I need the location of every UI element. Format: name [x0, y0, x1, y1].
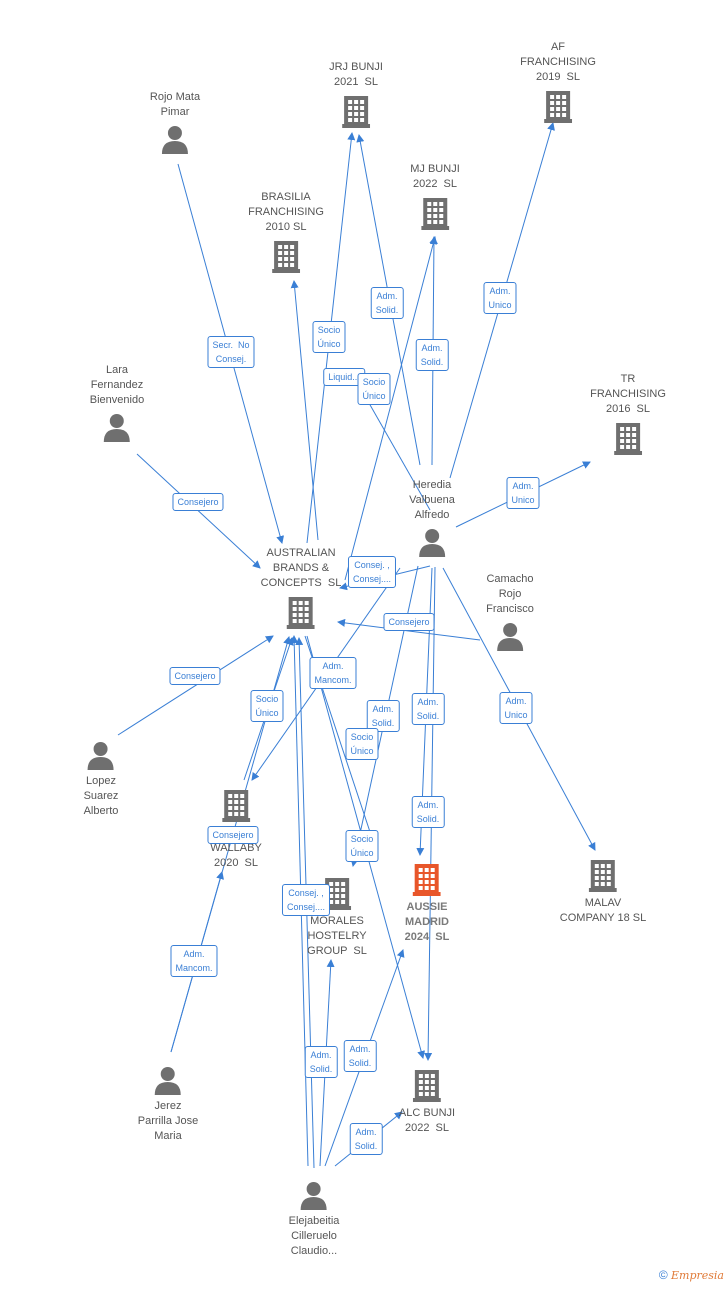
edge-label[interactable]: Consejero: [172, 493, 224, 511]
edge-label[interactable]: Adm. Unico: [499, 692, 533, 724]
person-icon: [150, 124, 200, 154]
node-jerez[interactable]: Jerez Parrilla Jose Maria: [137, 1065, 199, 1144]
edge-label[interactable]: Adm. Unico: [483, 282, 517, 314]
node-australian[interactable]: AUSTRALIAN BRANDS & CONCEPTS SL: [260, 546, 342, 629]
node-label: AUSTRALIAN BRANDS & CONCEPTS SL: [260, 547, 342, 589]
node-label: MORALES HOSTELRY GROUP SL: [307, 915, 367, 957]
node-mj[interactable]: MJ BUNJI 2022 SL: [410, 162, 460, 230]
node-aussie[interactable]: AUSSIE MADRID 2024 SL: [404, 862, 450, 945]
person-icon: [138, 1065, 199, 1095]
footer-credit[interactable]: © Empresia: [659, 1268, 724, 1282]
node-alc[interactable]: ALC BUNJI 2022 SL: [399, 1068, 455, 1136]
edge-line-5: [344, 236, 438, 581]
edge-label[interactable]: Adm. Mancom.: [170, 945, 218, 977]
node-label: AUSSIE MADRID 2024 SL: [404, 901, 450, 943]
person-icon: [90, 412, 144, 442]
node-af[interactable]: AF FRANCHISING 2019 SL: [520, 40, 596, 123]
building-icon: [410, 196, 460, 230]
edge-label[interactable]: Adm. Solid.: [370, 287, 404, 319]
brand-logo: Empresia: [671, 1269, 724, 1282]
building-icon: [329, 94, 383, 128]
edge-label[interactable]: Consejero: [383, 613, 435, 631]
node-rojo[interactable]: Rojo Mata Pimar: [150, 90, 200, 154]
node-label: Elejabeitia Cilleruelo Claudio...: [288, 1215, 340, 1257]
node-label: ALC BUNJI 2022 SL: [398, 1107, 456, 1134]
building-icon: [248, 239, 324, 273]
edge-label[interactable]: Adm. Solid.: [411, 796, 445, 828]
node-tr[interactable]: TR FRANCHISING 2016 SL: [590, 372, 666, 455]
person-icon: [486, 621, 534, 651]
node-label: MALAV COMPANY 18 SL: [559, 897, 647, 924]
node-label: Lopez Suarez Alberto: [83, 775, 119, 817]
node-label: Heredia Valbuena Alfredo: [409, 479, 455, 521]
building-icon: [520, 89, 596, 123]
node-label: JRJ BUNJI 2021 SL: [329, 61, 383, 88]
building-icon: [590, 421, 666, 455]
edge-line-1: [136, 453, 261, 569]
edge-label[interactable]: Adm. Mancom.: [309, 657, 357, 689]
edge-label[interactable]: Consejero: [207, 826, 259, 844]
node-lara[interactable]: Lara Fernandez Bienvenido: [90, 363, 144, 442]
edge-label[interactable]: Socio Único: [312, 321, 346, 353]
edge-label[interactable]: Adm. Solid.: [343, 1040, 377, 1072]
building-icon: [405, 862, 450, 896]
edge-line-2: [117, 635, 274, 736]
node-brasilia[interactable]: BRASILIA FRANCHISING 2010 SL: [248, 190, 324, 273]
node-elejabeitia[interactable]: Elejabeitia Cilleruelo Claudio...: [288, 1180, 340, 1259]
node-label: BRASILIA FRANCHISING 2010 SL: [248, 191, 324, 233]
edge-label[interactable]: Consejero: [169, 667, 221, 685]
copyright-icon: ©: [658, 1268, 668, 1282]
edge-label[interactable]: Adm. Solid.: [411, 693, 445, 725]
person-icon: [84, 740, 119, 770]
edge-label[interactable]: Adm. Solid.: [366, 700, 400, 732]
edge-label[interactable]: Adm. Solid.: [304, 1046, 338, 1078]
edge-label[interactable]: Socio Único: [345, 728, 379, 760]
edge-label[interactable]: Socio Único: [250, 690, 284, 722]
building-icon: [399, 1068, 455, 1102]
node-lopez[interactable]: Lopez Suarez Alberto: [83, 740, 119, 819]
node-malav[interactable]: MALAV COMPANY 18 SL: [560, 858, 646, 926]
node-label: AF FRANCHISING 2019 SL: [520, 41, 596, 83]
edge-label[interactable]: Consej. , Consej....: [347, 556, 397, 588]
person-icon: [409, 527, 455, 557]
building-icon: [210, 788, 262, 822]
edge-line-4: [290, 280, 319, 541]
edge-label[interactable]: Adm. Solid.: [349, 1123, 383, 1155]
node-label: MJ BUNJI 2022 SL: [410, 163, 460, 190]
edge-label[interactable]: Adm. Unico: [506, 477, 540, 509]
node-label: TR FRANCHISING 2016 SL: [590, 373, 666, 415]
building-icon: [261, 595, 342, 629]
edge-line-12: [337, 618, 481, 641]
node-camacho[interactable]: Camacho Rojo Francisco: [486, 572, 534, 651]
node-label: Jerez Parrilla Jose Maria: [137, 1100, 199, 1142]
node-label: Rojo Mata Pimar: [149, 91, 201, 118]
edge-label[interactable]: Consej. , Consej....: [281, 884, 331, 916]
node-jrj[interactable]: JRJ BUNJI 2021 SL: [329, 60, 383, 128]
node-label: Lara Fernandez Bienvenido: [89, 364, 145, 406]
edge-label[interactable]: Socio Único: [345, 830, 379, 862]
edge-label[interactable]: Socio Único: [357, 373, 391, 405]
node-heredia[interactable]: Heredia Valbuena Alfredo: [409, 478, 455, 557]
edge-label[interactable]: Adm. Solid.: [415, 339, 449, 371]
edge-label[interactable]: Secr. No Consej.: [207, 336, 255, 368]
person-icon: [289, 1180, 340, 1210]
node-label: Camacho Rojo Francisco: [486, 573, 534, 615]
building-icon: [560, 858, 646, 892]
